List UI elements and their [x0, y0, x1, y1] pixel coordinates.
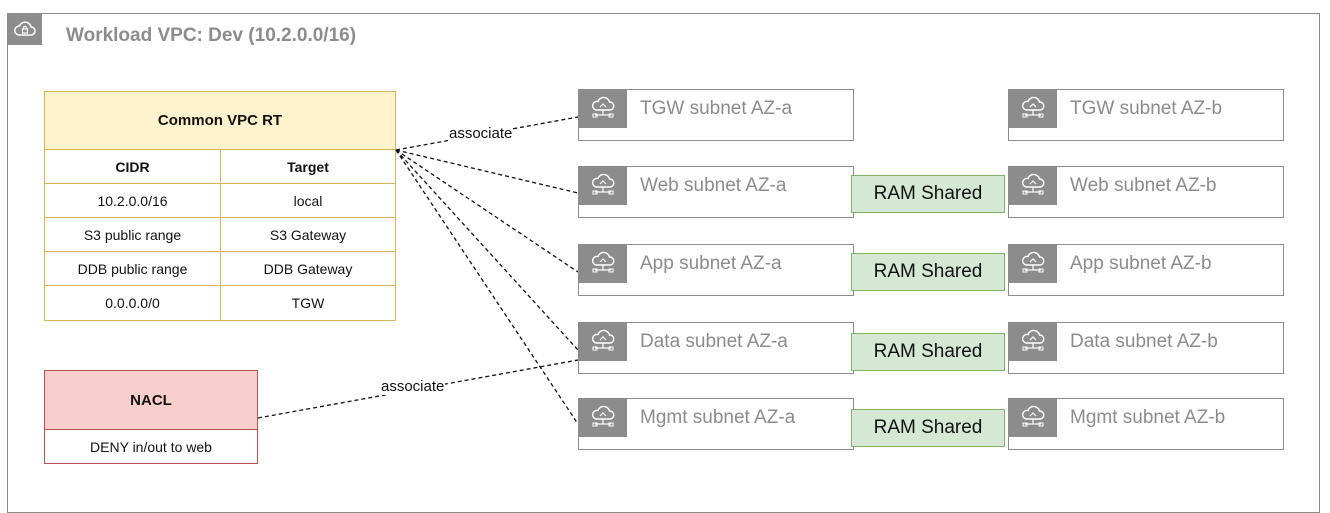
table-row: DDB public range DDB Gateway	[45, 252, 395, 286]
subnet-cloud-icon	[579, 245, 627, 283]
subnet-label: Data subnet AZ-b	[1070, 331, 1218, 352]
subnet-label: TGW subnet AZ-b	[1070, 98, 1223, 119]
ram-shared-web: RAM Shared	[851, 175, 1005, 213]
table-row: 0.0.0.0/0 TGW	[45, 286, 395, 320]
subnet-web-az-b: Web subnet AZ-b	[1008, 166, 1284, 218]
subnet-label: Mgmt subnet AZ-b	[1070, 407, 1226, 428]
nacl-title: NACL	[45, 371, 257, 430]
ram-shared-app: RAM Shared	[851, 253, 1005, 291]
subnet-label: Data subnet AZ-a	[640, 331, 788, 352]
target-cell: S3 Gateway	[269, 226, 347, 243]
subnet-cloud-icon	[579, 90, 627, 128]
subnet-cloud-icon	[579, 323, 627, 361]
rt-associate-label: associate	[448, 125, 514, 142]
subnet-app-az-b: App subnet AZ-b	[1008, 244, 1284, 296]
target-cell: DDB Gateway	[263, 260, 353, 277]
vpc-title: Workload VPC: Dev (10.2.0.0/16)	[66, 25, 357, 46]
cidr-cell: 0.0.0.0/0	[45, 286, 221, 320]
column-header-cidr: CIDR	[45, 150, 221, 183]
route-table-title: Common VPC RT	[45, 92, 395, 150]
cidr-cell: S3 public range	[45, 218, 221, 251]
nacl-rule: DENY in/out to web	[90, 439, 212, 455]
subnet-cloud-icon	[1009, 90, 1057, 128]
edge-rt-to-web-subnet-a	[395, 149, 579, 194]
subnet-data-az-a: Data subnet AZ-a	[578, 322, 854, 374]
subnet-cloud-icon	[1009, 245, 1057, 283]
subnet-data-az-b: Data subnet AZ-b	[1008, 322, 1284, 374]
subnet-label: App subnet AZ-b	[1070, 253, 1212, 274]
subnet-label: Mgmt subnet AZ-a	[640, 407, 796, 428]
column-header-target: Target	[287, 158, 329, 175]
subnet-label: Web subnet AZ-a	[640, 175, 787, 196]
cidr-cell: 10.2.0.0/16	[45, 184, 221, 217]
subnet-mgmt-az-a: Mgmt subnet AZ-a	[578, 398, 854, 450]
subnet-label: Web subnet AZ-b	[1070, 175, 1217, 196]
subnet-cloud-icon	[1009, 167, 1057, 205]
edge-rt-to-mgmt-subnet-a	[395, 149, 579, 425]
edge-rt-to-data-subnet-a	[395, 149, 579, 351]
vpc-lock-cloud-icon	[7, 13, 42, 45]
subnet-cloud-icon	[579, 167, 627, 205]
route-table: Common VPC RT CIDR Target 10.2.0.0/16 lo…	[44, 91, 396, 321]
subnet-label: TGW subnet AZ-a	[640, 98, 793, 119]
target-cell: TGW	[291, 295, 325, 311]
subnet-label: App subnet AZ-a	[640, 253, 782, 274]
subnet-tgw-az-a: TGW subnet AZ-a	[578, 89, 854, 141]
edge-rt-to-app-subnet-a	[395, 149, 579, 273]
subnet-cloud-icon	[1009, 323, 1057, 361]
ram-shared-data: RAM Shared	[851, 333, 1005, 371]
cidr-cell: DDB public range	[45, 252, 221, 285]
nacl-box: NACL DENY in/out to web	[44, 370, 258, 464]
subnet-mgmt-az-b: Mgmt subnet AZ-b	[1008, 398, 1284, 450]
target-cell: local	[293, 192, 323, 209]
table-row: S3 public range S3 Gateway	[45, 218, 395, 252]
nacl-associate-label: associate	[380, 378, 446, 395]
ram-shared-mgmt: RAM Shared	[851, 409, 1005, 447]
subnet-cloud-icon	[1009, 399, 1057, 437]
table-row: 10.2.0.0/16 local	[45, 184, 395, 218]
subnet-app-az-a: App subnet AZ-a	[578, 244, 854, 296]
subnet-cloud-icon	[579, 399, 627, 437]
subnet-web-az-a: Web subnet AZ-a	[578, 166, 854, 218]
subnet-tgw-az-b: TGW subnet AZ-b	[1008, 89, 1284, 141]
route-table-header-row: CIDR Target	[45, 150, 395, 184]
